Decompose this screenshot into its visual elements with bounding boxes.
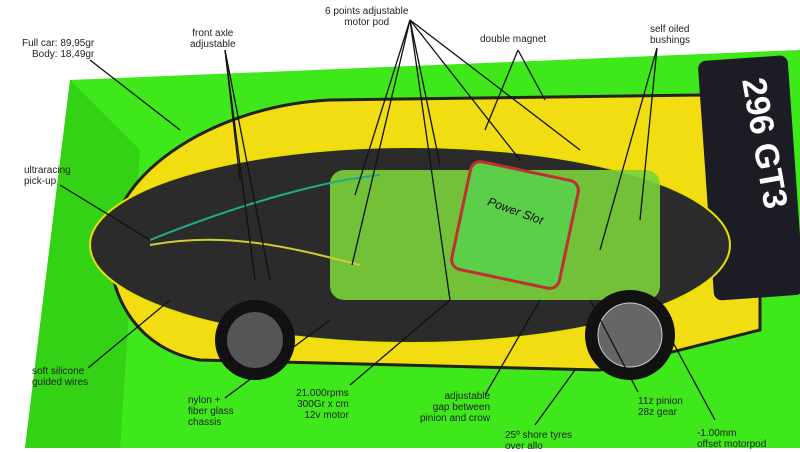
label-pickup: ultraracing pick-up	[24, 165, 71, 187]
motor	[450, 160, 580, 290]
front-rim	[227, 312, 283, 368]
base-shade	[25, 80, 140, 448]
label-motor: 21.000rpms 300Gr x cm 12v motor	[296, 388, 349, 421]
label-tyres: 25º shore tyres over allo	[505, 430, 573, 452]
label-weight: Full car: 89,95gr Body: 18,49gr	[22, 38, 95, 60]
label-wires: soft silicone guided wires	[32, 366, 89, 388]
label-gear: 11z pinion 28z gear	[638, 396, 683, 418]
rear-rim	[597, 302, 663, 368]
label-double-magnet: double magnet	[480, 34, 547, 45]
label-front-axle: front axle adjustable	[190, 28, 236, 50]
label-chassis: nylon + fiber glass chassis	[188, 395, 234, 428]
label-gap: adjustable gap between pinion and crow	[420, 391, 491, 424]
label-motor-pod: 6 points adjustable motor pod	[325, 6, 409, 28]
label-offset: -1.00mm offset motorpod	[697, 428, 767, 450]
leader-lines	[59, 19, 716, 426]
label-bushings: self oiled bushings	[650, 24, 691, 46]
